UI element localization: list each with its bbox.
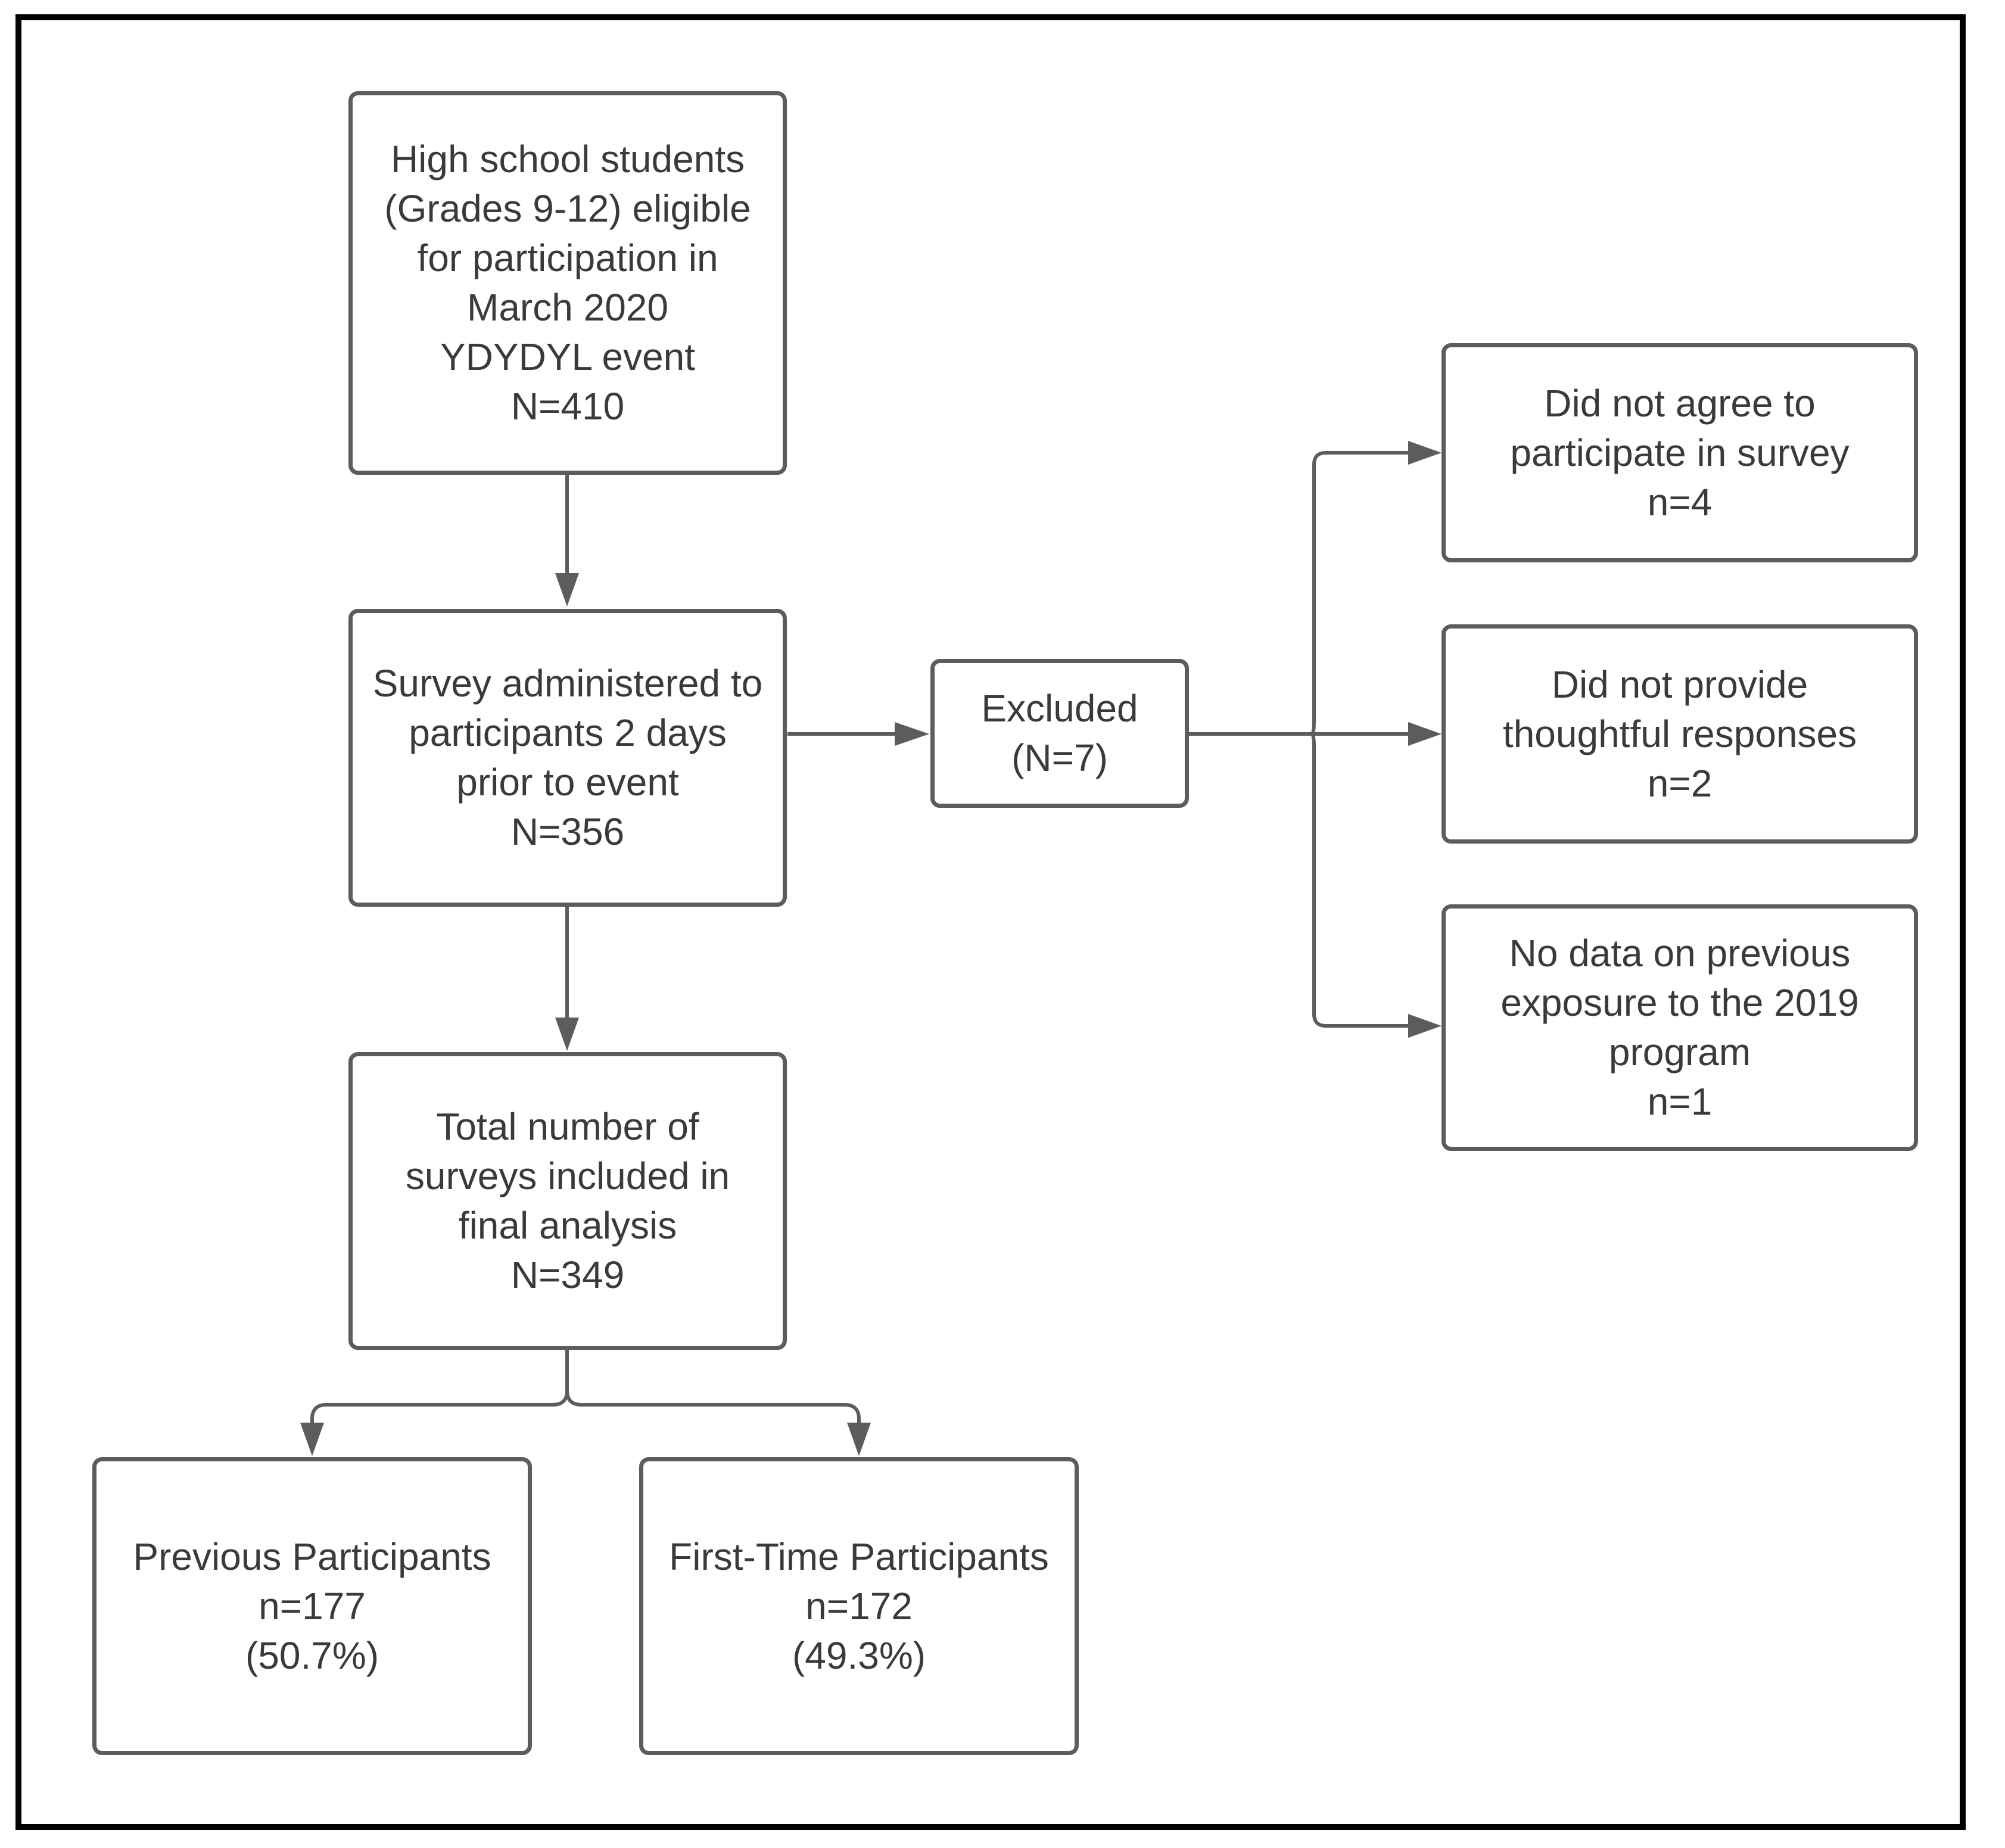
- not-thoughtful-line: thoughtful responses: [1502, 712, 1857, 755]
- not-agree-count: n=4: [1647, 480, 1713, 524]
- not-thoughtful-count: n=2: [1647, 761, 1713, 805]
- arrowhead-not-agree: [1408, 441, 1442, 465]
- arrowhead-no-data: [1408, 1014, 1442, 1038]
- excluded-label: Excluded: [981, 687, 1138, 730]
- eligible-line: March 2020: [467, 286, 668, 329]
- previous-label: Previous Participants: [133, 1535, 491, 1578]
- arrowhead-administered: [555, 573, 579, 606]
- eligible-line: High school students: [390, 138, 745, 181]
- first-time-percent: (49.3%): [792, 1634, 926, 1677]
- connector-total-branch-left: [310, 1390, 569, 1436]
- no-data-count: n=1: [1647, 1080, 1713, 1123]
- eligible-students-box: High school students (Grades 9-12) eligi…: [348, 91, 787, 475]
- administered-line: participants 2 days: [409, 711, 727, 754]
- total-surveys-text: Total number of surveys included in fina…: [406, 1102, 730, 1300]
- connector-excluded-branch-lower: [1310, 732, 1418, 1028]
- total-line: Total number of: [436, 1105, 699, 1148]
- arrowhead-total: [555, 1018, 579, 1051]
- first-time-participants-box: First-Time Participants n=172 (49.3%): [639, 1457, 1079, 1755]
- did-not-agree-box: Did not agree to participate in survey n…: [1442, 343, 1918, 562]
- no-data-box: No data on previous exposure to the 2019…: [1442, 904, 1918, 1151]
- survey-administered-text: Survey administered to participants 2 da…: [373, 659, 763, 857]
- excluded-text: Excluded (N=7): [981, 684, 1138, 783]
- administered-count: N=356: [510, 810, 625, 853]
- not-thoughtful-line: Did not provide: [1551, 662, 1808, 706]
- arrowhead-previous: [300, 1423, 324, 1456]
- administered-line: prior to event: [456, 761, 679, 804]
- first-time-participants-text: First-Time Participants n=172 (49.3%): [669, 1532, 1049, 1681]
- total-surveys-box: Total number of surveys included in fina…: [348, 1052, 787, 1350]
- survey-administered-box: Survey administered to participants 2 da…: [348, 609, 787, 907]
- administered-line: Survey administered to: [372, 662, 763, 705]
- connector-excluded-branch-upper: [1310, 451, 1418, 736]
- not-thoughtful-text: Did not provide thoughtful responses n=2: [1503, 660, 1857, 808]
- first-time-label: First-Time Participants: [669, 1535, 1049, 1578]
- not-thoughtful-box: Did not provide thoughtful responses n=2: [1442, 624, 1918, 844]
- total-count: N=349: [510, 1253, 625, 1296]
- did-not-agree-text: Did not agree to participate in survey n…: [1510, 379, 1849, 527]
- eligible-line: YDYDYL event: [440, 335, 696, 378]
- no-data-line: No data on previous: [1509, 932, 1851, 975]
- total-line: surveys included in: [405, 1155, 730, 1197]
- total-line: final analysis: [458, 1204, 677, 1247]
- eligible-line: (Grades 9-12) eligible: [384, 187, 751, 230]
- arrowhead-first-time: [847, 1423, 871, 1456]
- previous-count: n=177: [259, 1584, 366, 1628]
- eligible-students-text: High school students (Grades 9-12) eligi…: [384, 135, 751, 431]
- previous-percent: (50.7%): [245, 1634, 379, 1677]
- eligible-line: for participation in: [417, 237, 718, 279]
- arrowhead-not-thoughtful: [1408, 722, 1442, 746]
- connector-total-branch-right: [565, 1390, 861, 1436]
- no-data-line: exposure to the 2019: [1500, 981, 1859, 1024]
- not-agree-line: participate in survey: [1510, 431, 1850, 474]
- no-data-line: program: [1608, 1031, 1751, 1074]
- no-data-text: No data on previous exposure to the 2019…: [1500, 929, 1858, 1127]
- excluded-box: Excluded (N=7): [930, 659, 1189, 808]
- previous-participants-text: Previous Participants n=177 (50.7%): [133, 1532, 491, 1681]
- arrowhead-excluded: [895, 722, 929, 746]
- excluded-count: (N=7): [1011, 736, 1108, 779]
- not-agree-line: Did not agree to: [1544, 381, 1816, 425]
- previous-participants-box: Previous Participants n=177 (50.7%): [92, 1457, 532, 1755]
- eligible-count: N=410: [510, 385, 625, 428]
- first-time-count: n=172: [805, 1584, 913, 1628]
